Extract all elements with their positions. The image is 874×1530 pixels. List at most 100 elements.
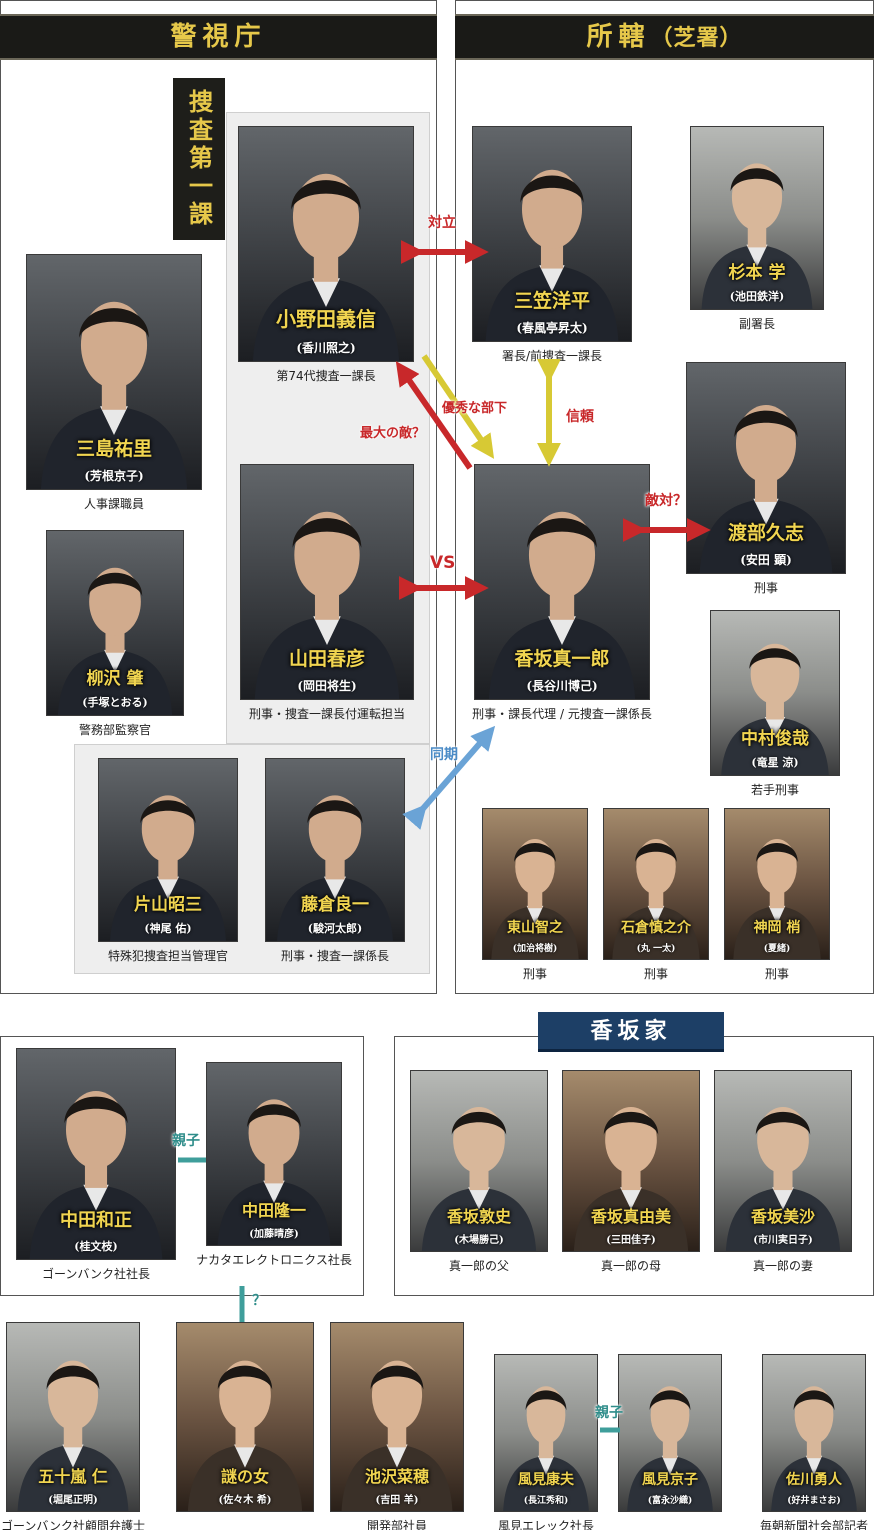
- portrait-silhouette: [573, 1107, 689, 1251]
- character-photo: 中村俊哉(竜星 涼): [710, 610, 840, 776]
- actor-name: (芳根京子): [84, 469, 144, 483]
- portrait-silhouette: [725, 1107, 841, 1251]
- character-name: 小野田義信: [276, 307, 376, 331]
- character-card-kazami-y: 風見康夫(長江秀和)風見エレック社長: [494, 1354, 598, 1530]
- character-name: 香坂美沙: [750, 1207, 815, 1226]
- character-name: 謎の女: [220, 1467, 269, 1486]
- actor-name: (丸 一太): [636, 944, 676, 954]
- actor-name: (駿河太郎): [307, 922, 363, 935]
- actor-name: (加治将樹): [512, 944, 558, 954]
- character-role: 真一郎の妻: [752, 1259, 813, 1273]
- keishicho-header: 警視庁: [0, 14, 437, 60]
- actor-name: (堀尾正明): [48, 1495, 98, 1506]
- character-name: 杉本 学: [728, 263, 786, 283]
- character-card-sasaki: 佐川勇人 (好井まさお) 毎朝新聞社会部記者: [760, 1354, 868, 1530]
- portrait-silhouette: [421, 1107, 537, 1251]
- character-photo: 三島祐里(芳根京子): [26, 254, 202, 490]
- character-name: 東山智之: [507, 920, 563, 936]
- character-card-katayama: 片山昭三 (神尾 佑) 特殊犯捜査担当管理官: [98, 758, 238, 963]
- character-photo: 東山智之 (加治将樹): [482, 808, 588, 960]
- character-role: ゴーンバンク社社長: [41, 1267, 150, 1281]
- actor-name: (安田 顕): [740, 553, 792, 567]
- portrait-silhouette: [254, 511, 400, 699]
- portrait-silhouette: [252, 173, 400, 361]
- portrait-silhouette: [485, 169, 619, 341]
- character-photo: 神岡 梢(夏緒): [724, 808, 830, 960]
- character-name: 池沢菜穂: [364, 1467, 429, 1486]
- actor-name: (佐々木 希): [218, 1495, 272, 1506]
- character-name: 片山昭三: [134, 895, 202, 915]
- character-card-onoda: 小野田義信(香川照之)第74代捜査一課長: [238, 126, 414, 383]
- saidai-label: 最大の敵？: [360, 426, 426, 441]
- character-name: 佐川勇人: [786, 1472, 842, 1488]
- character-name: 中村俊哉: [741, 729, 809, 749]
- actor-name: (富永沙織): [647, 1496, 693, 1506]
- character-card-yanagisawa: 柳沢 肇 (手塚とおる) 警務部監察官: [46, 530, 184, 737]
- portrait-silhouette: [699, 405, 833, 573]
- character-photo: 石倉慎之介 (丸 一太): [603, 808, 709, 960]
- character-card-watabe: 渡部久志(安田 顕)刑事: [686, 362, 846, 595]
- character-role: 刑事: [753, 581, 778, 595]
- character-role: 毎朝新聞社会部記者: [759, 1519, 868, 1530]
- character-role: 真一郎の母: [600, 1259, 661, 1273]
- portrait-silhouette: [503, 1386, 589, 1511]
- shokatsu-header: 所轄（芝署）: [455, 14, 874, 60]
- kosaka-family-header: 香坂家: [538, 1012, 724, 1052]
- portrait-silhouette: [721, 643, 829, 775]
- portrait-silhouette: [187, 1360, 303, 1511]
- character-card-sugimoto: 杉本 学(池田鉄洋)副署長: [690, 126, 824, 331]
- portrait-silhouette: [29, 1091, 163, 1259]
- actor-name: (加藤晴彦): [249, 1229, 299, 1240]
- character-photo: 風見京子 (富永沙織): [618, 1354, 722, 1512]
- character-card-kosaka-m: 香坂真由美(三田佳子)真一郎の母: [562, 1070, 700, 1273]
- doki-label: 同期: [430, 747, 458, 763]
- character-card-ikezawa: 池沢菜穂(吉田 羊)開発部社員: [330, 1322, 464, 1530]
- actor-name: (長谷川博己): [526, 679, 598, 693]
- character-name: 風見京子: [642, 1472, 698, 1488]
- character-role: ナカタエレクトロニクス社長: [196, 1253, 352, 1267]
- character-card-nakamura: 中村俊哉(竜星 涼) 若手刑事: [710, 610, 840, 797]
- character-card-higashiyama: 東山智之 (加治将樹) 刑事: [482, 808, 588, 981]
- portrait-silhouette: [217, 1099, 331, 1245]
- character-name: 柳沢 肇: [86, 669, 144, 689]
- character-role: 刑事: [522, 967, 547, 981]
- character-photo: 藤倉良一 (駿河太郎): [265, 758, 405, 942]
- portrait-silhouette: [488, 511, 636, 699]
- vs-label: VS: [430, 553, 456, 573]
- character-role: 特殊犯捜査担当管理官: [107, 949, 228, 963]
- character-name: 藤倉良一: [301, 895, 369, 915]
- character-name: 五十嵐 仁: [38, 1467, 108, 1486]
- character-photo: 柳沢 肇 (手塚とおる): [46, 530, 184, 716]
- character-name: 石倉慎之介: [621, 920, 691, 936]
- character-photo: 中田和正 (桂文枝): [16, 1048, 176, 1260]
- portrait-silhouette: [57, 567, 173, 715]
- character-photo: 片山昭三 (神尾 佑): [98, 758, 238, 942]
- character-card-kosaka-ms: 香坂美沙(市川実日子)真一郎の妻: [714, 1070, 852, 1273]
- character-photo: 風見康夫(長江秀和): [494, 1354, 598, 1512]
- character-name: 三笠洋平: [513, 290, 590, 312]
- actor-name: (好井まさお): [787, 1496, 841, 1506]
- portrait-silhouette: [771, 1386, 857, 1511]
- portrait-silhouette: [17, 1360, 129, 1511]
- character-role: 若手刑事: [750, 783, 799, 797]
- tairitsu-label: 対立: [428, 215, 456, 231]
- actor-name: (手塚とおる): [82, 696, 148, 709]
- actor-name: (池田鉄洋): [729, 290, 785, 303]
- character-photo: 五十嵐 仁 (堀尾正明): [6, 1322, 140, 1512]
- character-name: 香坂真一郎: [514, 648, 610, 670]
- actor-name: (春風亭昇太): [516, 321, 588, 335]
- character-card-igarashi: 五十嵐 仁(堀尾正明)ゴーンバンク社顧問弁護士: [1, 1322, 145, 1530]
- character-role: 刑事・課長代理 / 元捜査一課係長: [472, 707, 652, 721]
- character-name: 中田隆一: [241, 1201, 306, 1220]
- actor-name: (吉田 羊): [375, 1495, 419, 1506]
- character-role: 刑事: [643, 967, 668, 981]
- character-name: 中田和正: [60, 1210, 132, 1231]
- sosa-daiikka-label: 捜査第一課: [173, 78, 225, 240]
- portrait-silhouette: [612, 839, 700, 959]
- actor-name: (神尾 佑): [144, 922, 192, 935]
- oyako-label-2: 親子: [595, 1405, 623, 1421]
- portrait-silhouette: [110, 795, 226, 941]
- character-role: 警務部監察官: [78, 723, 151, 737]
- character-card-nakata-r: 中田隆一 (加藤晴彦) ナカタエレクトロニクス社長: [196, 1062, 352, 1267]
- actor-name: (桂文枝): [74, 1240, 118, 1253]
